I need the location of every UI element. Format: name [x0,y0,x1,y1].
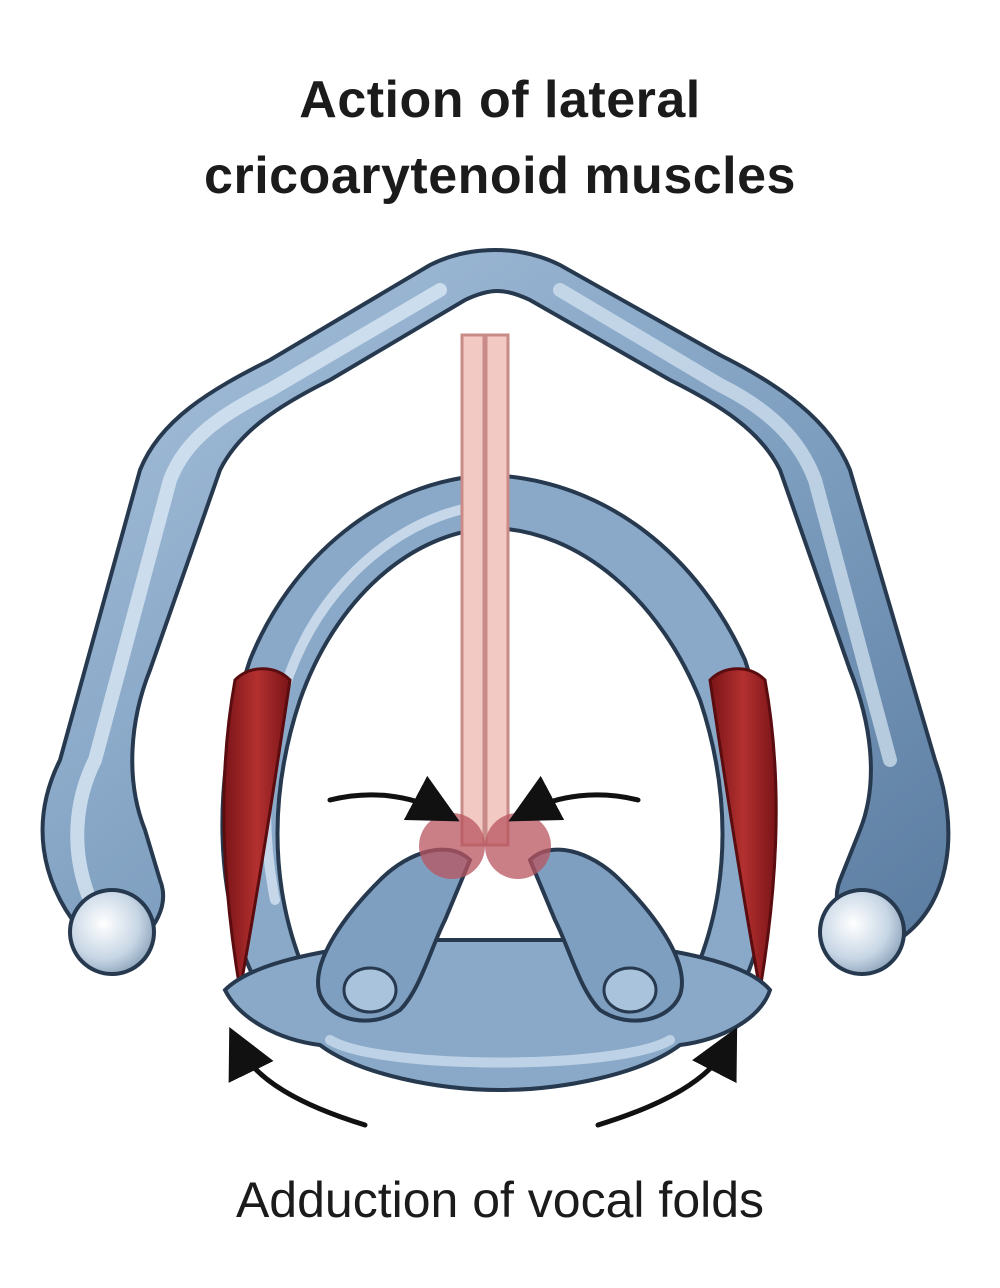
right-inferior-horn [818,888,906,976]
thyroid-cartilage [40,248,951,953]
left-lateral-cricoarytenoid-muscle [222,667,292,991]
left-medial-arrow [327,775,460,822]
right-medial-arrow [508,775,641,822]
left-vocal-fold [460,333,486,847]
left-rotation-arrow [228,1027,368,1128]
right-rotation-arrow [595,1027,738,1128]
diagram-caption: Adduction of vocal folds [235,1172,765,1228]
title-line-2: cricoarytenoid muscles [204,147,796,205]
right-vocal-fold [484,333,510,847]
vocal-folds [460,333,510,847]
left-vocal-process-marker [419,813,485,879]
cricoid-lamina [222,938,773,1093]
right-vocal-process-marker [485,813,551,879]
title-line-1: Action of lateral [299,71,701,129]
right-lateral-cricoarytenoid-muscle [708,667,778,991]
diagram-title: Action of lateral cricoarytenoid muscles [0,62,1000,214]
left-inferior-horn [68,888,156,976]
